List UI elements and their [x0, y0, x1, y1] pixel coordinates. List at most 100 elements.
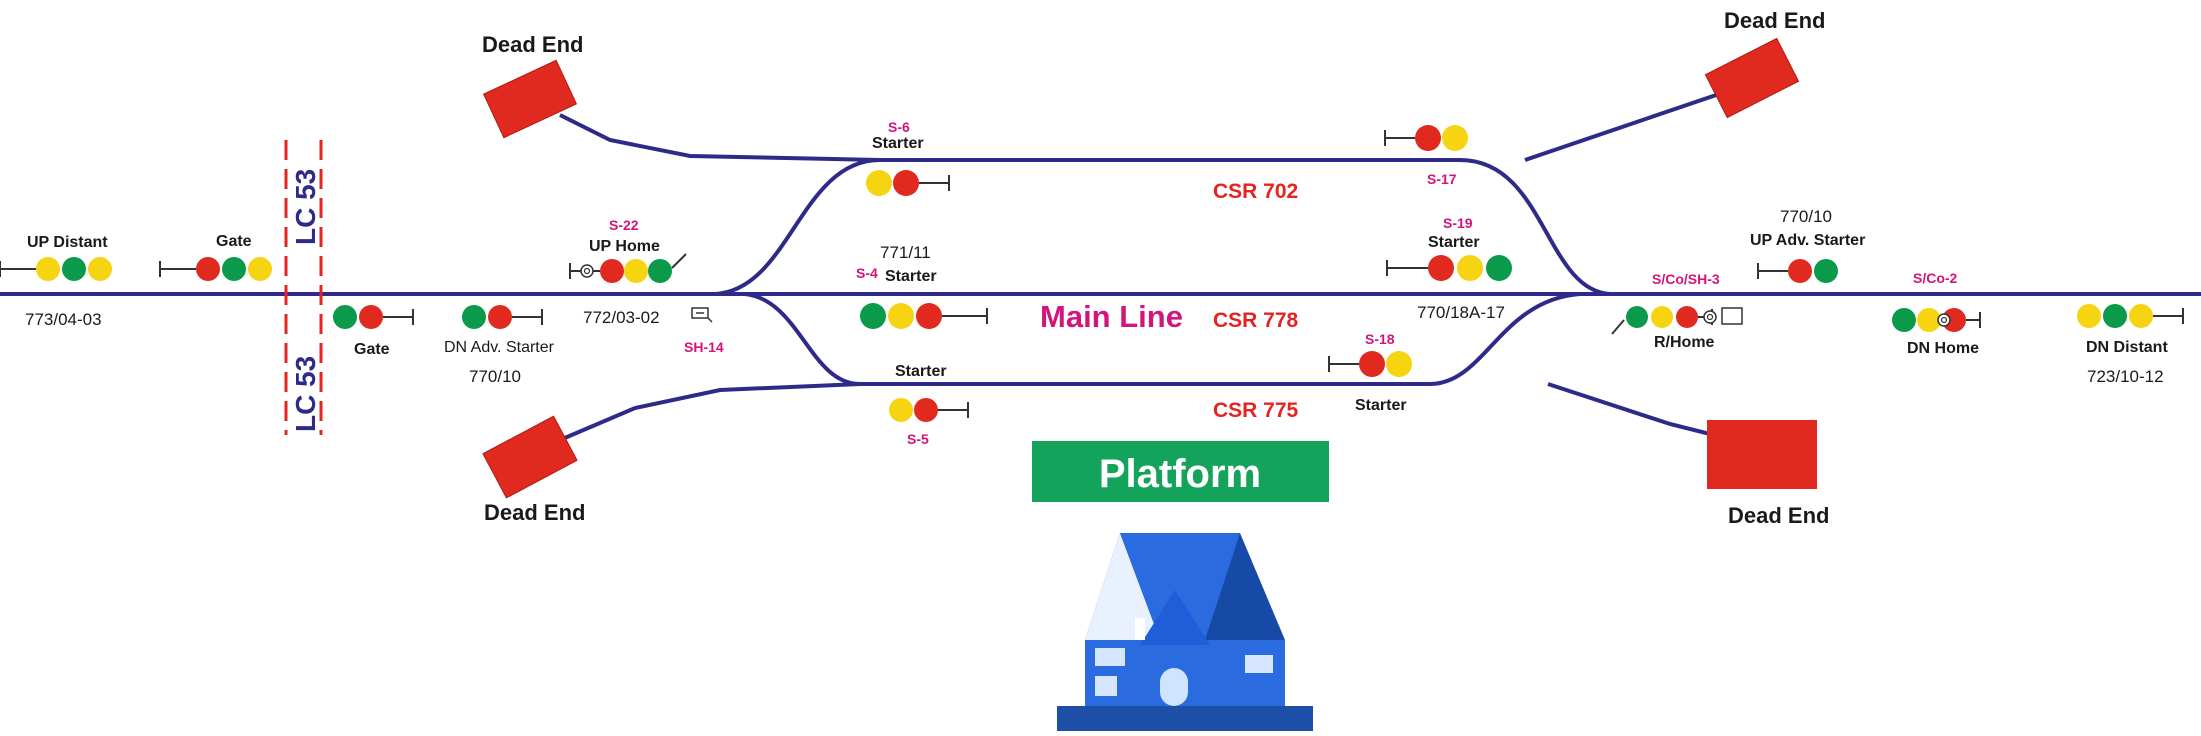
signal-lamp-green [1814, 259, 1838, 283]
csr-778-label: CSR 778 [1213, 309, 1299, 332]
km-label-773: 773/04-03 [25, 310, 102, 329]
csr-775-label: CSR 775 [1213, 399, 1299, 422]
km-label-770-10-up: 770/10 [1780, 207, 1832, 226]
signal-lamp-red [359, 305, 383, 329]
signal-lamp-yellow [1386, 351, 1412, 377]
dead-end-siding-br [1547, 382, 1711, 436]
dead-end-block-tr [1704, 37, 1800, 119]
route-indicator-icon [1937, 313, 1951, 327]
dead-end-block-br [1707, 420, 1817, 489]
signal-lamp-green [2103, 304, 2127, 328]
level-crossing: LC 53 LC 53 [284, 140, 323, 435]
dead-end-block-bl [482, 415, 578, 499]
main-line-label: Main Line [1040, 299, 1183, 334]
up-distant-name: UP Distant [27, 234, 108, 251]
km-label-772: 772/03-02 [583, 308, 660, 327]
signal-lamp-green [333, 305, 357, 329]
s6-name: Starter [872, 135, 924, 152]
signal-lamp-red [916, 303, 942, 329]
dn-home-id: S/Co-2 [1913, 270, 1958, 286]
signal-lamp-red [1359, 351, 1385, 377]
signal-dn-adv-starter [462, 305, 543, 329]
dead-end-siding-tl [559, 113, 881, 162]
signal-lamp-red [196, 257, 220, 281]
dead-end-siding-bl [559, 382, 861, 442]
dn-home-name: DN Home [1907, 340, 1979, 357]
route-indicator-icon-inner [583, 267, 591, 275]
signal-lamp-yellow [2077, 304, 2101, 328]
route-indicator-icon-inner [1706, 313, 1714, 321]
station-building-icon [1057, 533, 1313, 731]
signal-lamp-yellow [866, 170, 892, 196]
km-label-723: 723/10-12 [2087, 367, 2164, 386]
signal-up-distant [0, 257, 112, 281]
signal-lamp-green [462, 305, 486, 329]
signal-lamp-red [1676, 306, 1698, 328]
s6-id: S-6 [888, 119, 910, 135]
platform-label: Platform [1099, 452, 1261, 496]
km-label-770-18a: 770/18A-17 [1417, 303, 1505, 322]
signal-lamp-green [222, 257, 246, 281]
signal-lamp-green [648, 259, 672, 283]
dead-end-label-bl: Dead End [484, 500, 585, 525]
route-indicator-icon-inner [1940, 316, 1948, 324]
dead-end-label-tl: Dead End [482, 32, 583, 57]
signal-lamp-green [1486, 255, 1512, 281]
signals [0, 125, 2184, 422]
sh14-label: SH-14 [684, 339, 724, 355]
dead-end-block-tl [482, 59, 578, 139]
s19-id: S-19 [1443, 215, 1473, 231]
signal-lamp-yellow [36, 257, 60, 281]
signal-gate-up [159, 257, 272, 281]
up-home-id: S-22 [609, 217, 639, 233]
route-indicator-icon [1703, 310, 1717, 324]
up-adv-starter-name: UP Adv. Starter [1750, 232, 1865, 249]
signal-lamp-yellow [248, 257, 272, 281]
signal-lamp-red [1415, 125, 1441, 151]
signal-up-adv-starter [1757, 259, 1838, 283]
signal-arm-mark [671, 253, 687, 269]
signal-lamp-green [1892, 308, 1916, 332]
platform: Platform [1032, 441, 1329, 502]
signal-lamp-red [1788, 259, 1812, 283]
signal-lamp-red [488, 305, 512, 329]
signal-lamp-red [893, 170, 919, 196]
signal-lamp-green [62, 257, 86, 281]
signal-s17 [1384, 125, 1468, 151]
s18-name: Starter [1355, 397, 1407, 414]
signal-lamp-green [860, 303, 886, 329]
signal-lamp-red [914, 398, 938, 422]
dn-adv-starter-name: DN Adv. Starter [444, 339, 555, 356]
loop-line-upper [714, 158, 1611, 296]
platform-box [1032, 441, 1329, 502]
s17-id: S-17 [1427, 171, 1457, 187]
lc-label-bottom: LC 53 [290, 356, 321, 432]
s19-name: Starter [1428, 234, 1480, 251]
signal-r-home [1626, 306, 1713, 328]
loop-line-lower [744, 292, 1581, 386]
s18-id: S-18 [1365, 331, 1395, 347]
signal-lamp-yellow [2129, 304, 2153, 328]
signal-lamp-red [600, 259, 624, 283]
signal-s4 [860, 303, 988, 329]
signal-s6 [866, 170, 950, 196]
signal-lamp-yellow [1917, 308, 1941, 332]
signal-lamp-yellow [624, 259, 648, 283]
s5-id: S-5 [907, 431, 929, 447]
route-indicator-icon [580, 264, 594, 278]
s4-name: Starter [885, 268, 937, 285]
signal-lamp-yellow [1457, 255, 1483, 281]
gate-up-name: Gate [216, 233, 252, 250]
signal-lamp-yellow [1442, 125, 1468, 151]
signal-dn-home [1892, 308, 1981, 332]
shunt-box-icon [1721, 307, 1743, 325]
gate-dn-name: Gate [354, 341, 390, 358]
dead-end-label-br: Dead End [1728, 503, 1829, 528]
km-label-770-10-dn: 770/10 [469, 367, 521, 386]
signal-dn-distant [2077, 304, 2184, 328]
signal-lamp-yellow [889, 398, 913, 422]
signal-up-home [569, 259, 672, 283]
csr-702-label: CSR 702 [1213, 180, 1298, 203]
signal-lamp-red [1942, 308, 1966, 332]
